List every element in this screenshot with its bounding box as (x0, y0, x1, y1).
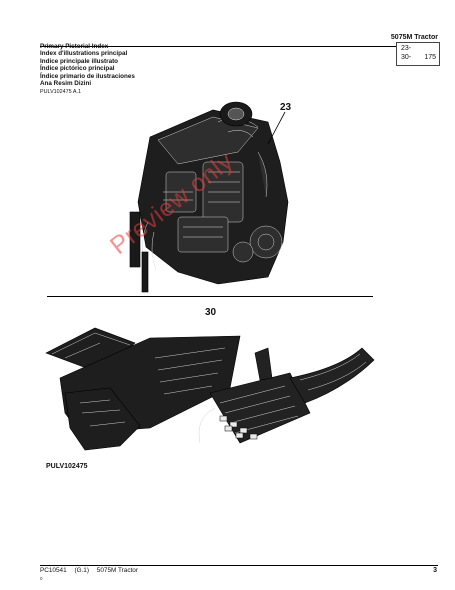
footer-model: 5075M Tractor (96, 567, 138, 574)
title-es: Índice primario de ilustraciones (40, 72, 135, 80)
footer-version: (G.1) (74, 567, 89, 574)
model-title: 5075M Tractor (390, 34, 438, 41)
callout-23: 23 (280, 102, 292, 113)
air-intake-illustration (45, 327, 375, 451)
index-titles: Primary Pictorial Index Index d'illustra… (40, 43, 135, 87)
page-number: 3 (433, 567, 437, 574)
section-divider (47, 296, 373, 297)
range-start: 23- (401, 45, 412, 52)
range-page: 175 (424, 54, 436, 61)
footer-doc-id: PC10541 (40, 567, 67, 574)
callout-30: 30 (205, 307, 217, 318)
range-end: 30- (401, 54, 412, 61)
figure1-ref: PULV102475 A.1 (40, 89, 81, 95)
title-it: Indice principale illustrato (40, 57, 119, 65)
footer-rule (40, 565, 438, 566)
header-rule (40, 46, 438, 47)
title-tr: Ana Resim Dizini (40, 80, 92, 88)
title-en: Primary Pictorial Index (40, 43, 109, 50)
footer-sub: 0 (40, 576, 43, 581)
figure2-ref: PULV102475 (46, 463, 88, 470)
page-range-box: 23- 30- 175 (396, 42, 440, 66)
title-fr: Index d'illustrations principal (40, 50, 128, 58)
title-pt: Índice pictórico principal (40, 65, 115, 73)
footer-info: PC10541 (G.1) 5075M Tractor (40, 567, 144, 574)
engine-illustration (129, 101, 289, 293)
